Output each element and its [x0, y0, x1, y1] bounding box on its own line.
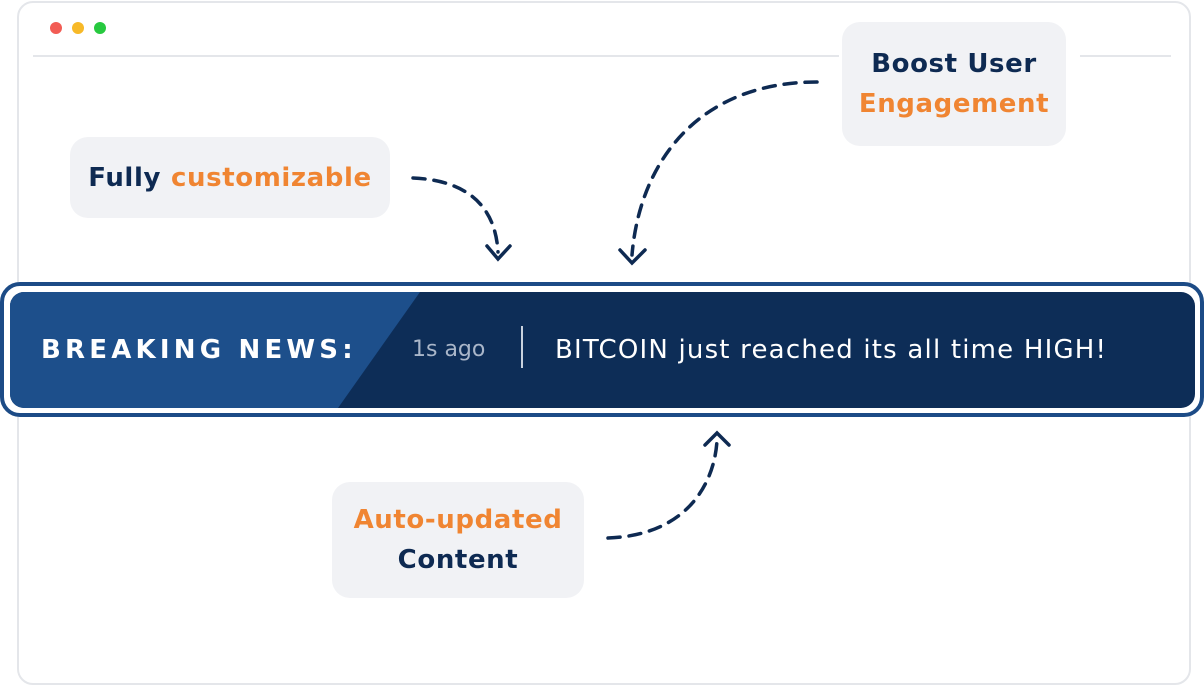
callout-boost-engagement: Boost User Engagement: [842, 22, 1066, 146]
toolbar-divider-right: [1080, 55, 1171, 57]
ticker-label-background: [10, 292, 420, 408]
callout-accent-text: Engagement: [858, 89, 1050, 119]
callout-plain-text: Fully: [88, 162, 161, 193]
ticker-timestamp: 1s ago: [412, 337, 486, 362]
window-close-dot[interactable]: [50, 22, 62, 34]
callout-plain-text: Content: [397, 545, 519, 575]
ticker-headline[interactable]: BITCOIN just reached its all time HIGH!: [555, 335, 1108, 365]
callout-accent-text: customizable: [171, 162, 372, 193]
window-minimize-dot[interactable]: [72, 22, 84, 34]
ticker-divider: [521, 326, 523, 368]
callout-plain-text: Boost User: [871, 49, 1037, 79]
callout-fully-customizable: Fully customizable: [70, 137, 390, 218]
window-maximize-dot[interactable]: [94, 22, 106, 34]
callout-accent-text: Auto-updated: [353, 505, 563, 535]
ticker-label: BREAKING NEWS:: [41, 335, 357, 365]
callout-auto-updated-content: Auto-updated Content: [332, 482, 584, 598]
news-ticker-bar[interactable]: BREAKING NEWS: 1s ago BITCOIN just reach…: [10, 292, 1195, 408]
toolbar-divider: [33, 55, 839, 57]
